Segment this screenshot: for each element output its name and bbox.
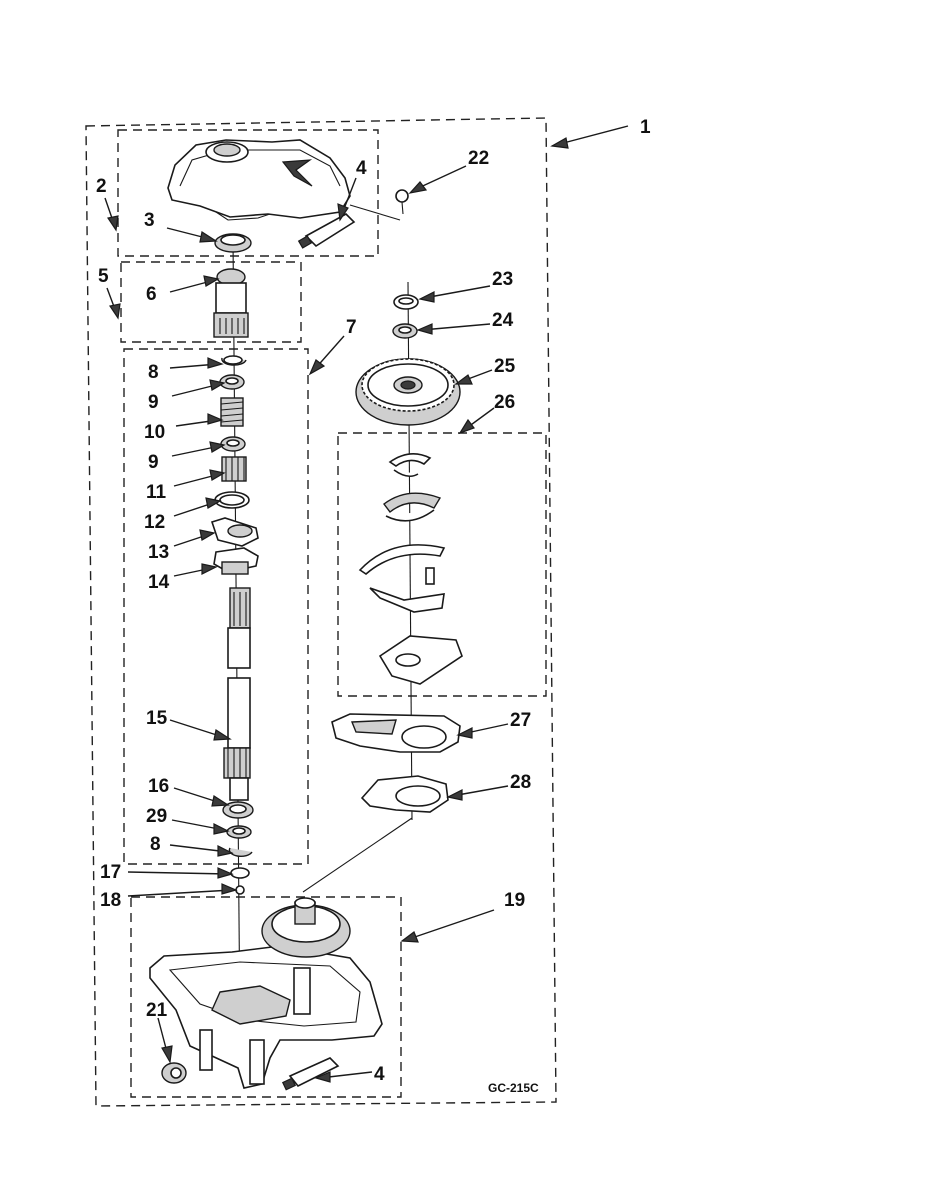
washer-part-23 xyxy=(393,294,419,310)
callout-22: 22 xyxy=(468,148,489,169)
callout-2: 2 xyxy=(96,176,107,197)
gearcase-base-part-19 xyxy=(149,897,383,1089)
diagram-code: GC-215C xyxy=(488,1081,539,1095)
callout-17: 17 xyxy=(100,862,121,883)
callout-5: 5 xyxy=(98,266,109,287)
callout-14: 14 xyxy=(148,572,170,593)
callout-labels: 1 2 3 4 4 5 6 7 8 9 10 9 11 12 13 14 15 … xyxy=(96,117,651,1095)
callout-8-bottom: 8 xyxy=(150,834,161,855)
assembly-outline-1 xyxy=(85,117,557,1107)
cam-plate-part-27 xyxy=(331,713,461,753)
washer-9-top xyxy=(219,374,245,390)
callout-9-bottom: 9 xyxy=(148,452,159,473)
callout-28: 28 xyxy=(510,772,531,793)
callout-23: 23 xyxy=(492,269,513,290)
callout-8-top: 8 xyxy=(148,362,159,383)
housing-part-6 xyxy=(213,268,249,338)
washer-part-29 xyxy=(226,825,252,839)
cam-part-13 xyxy=(210,517,259,547)
callout-25: 25 xyxy=(494,356,516,377)
screw-axis-line xyxy=(349,204,401,221)
callout-21: 21 xyxy=(146,1000,168,1021)
washer-part-16 xyxy=(222,801,254,819)
callout-7: 7 xyxy=(346,317,357,338)
seal-part-21 xyxy=(161,1062,187,1084)
washer-part-24 xyxy=(392,323,418,339)
gear-part-11 xyxy=(221,456,247,482)
callout-4-bottom: 4 xyxy=(374,1064,385,1085)
clutch-part-14 xyxy=(213,547,259,575)
shift-lever-part-26 xyxy=(358,544,463,685)
callout-10: 10 xyxy=(144,422,165,443)
retaining-ring-8-top xyxy=(221,355,247,366)
leader-lines xyxy=(104,125,629,1083)
gear-case-cover xyxy=(167,139,351,221)
group-box-2 xyxy=(117,129,379,257)
callout-24: 24 xyxy=(492,310,514,331)
ring-part-12 xyxy=(214,491,250,509)
callout-26: 26 xyxy=(494,392,515,413)
retaining-ring-8-bottom xyxy=(228,847,253,858)
shaft-part-15 xyxy=(223,587,251,801)
ring-part-26a xyxy=(388,453,432,478)
group-box-19 xyxy=(130,896,402,1098)
callout-3: 3 xyxy=(144,210,155,231)
washer-part-17 xyxy=(230,867,250,879)
ring-part-26b xyxy=(383,492,442,522)
callout-6: 6 xyxy=(146,284,157,305)
bracket-part-28 xyxy=(360,775,449,813)
callout-15: 15 xyxy=(146,708,168,729)
callout-18: 18 xyxy=(100,890,121,911)
callout-12: 12 xyxy=(144,512,165,533)
seal-part-3 xyxy=(214,233,252,253)
callout-1: 1 xyxy=(640,117,651,138)
callout-9-top: 9 xyxy=(148,392,159,413)
spring-part-10 xyxy=(220,397,244,427)
washer-9-bottom xyxy=(220,436,246,452)
callout-19: 19 xyxy=(504,890,525,911)
callout-4-top: 4 xyxy=(356,158,367,179)
screw-part-22 xyxy=(395,189,409,215)
group-box-5 xyxy=(120,261,302,343)
callout-27: 27 xyxy=(510,710,531,731)
callout-11: 11 xyxy=(146,482,167,503)
gear-part-25 xyxy=(355,358,461,426)
cross-axis-line xyxy=(302,817,413,893)
callout-13: 13 xyxy=(148,542,169,563)
callout-29: 29 xyxy=(146,806,167,827)
grease-tube-bottom xyxy=(281,1057,340,1091)
group-box-26 xyxy=(337,432,547,697)
grease-tube-top xyxy=(297,213,356,249)
callout-16: 16 xyxy=(148,776,169,797)
group-box-7 xyxy=(123,348,309,865)
